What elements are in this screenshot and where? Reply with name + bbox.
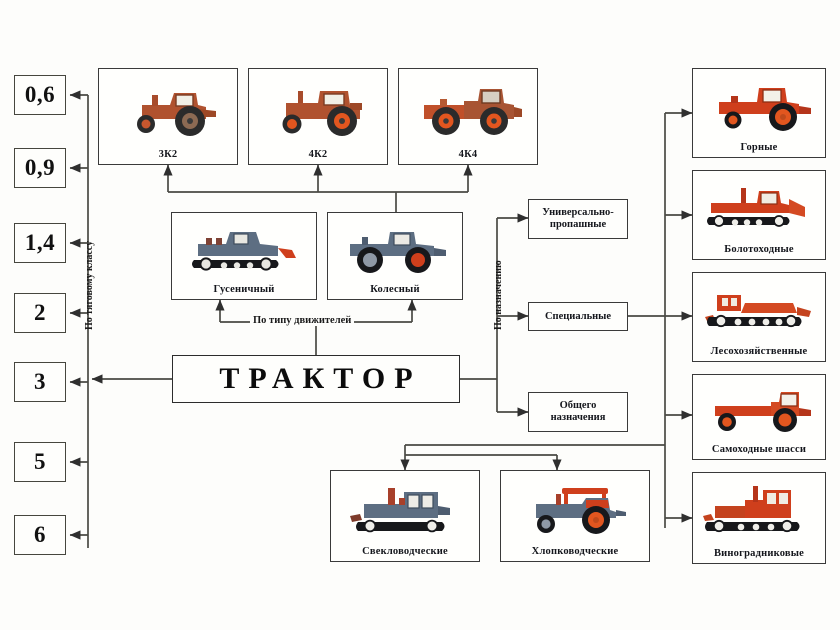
- class-value: 0,6: [24, 82, 56, 107]
- wheel-formula-card-4k2[interactable]: 4К2: [248, 68, 388, 165]
- tractor-red-4k4-icon: [399, 73, 537, 147]
- wheel-formula-card-4k4[interactable]: 4К4: [398, 68, 538, 165]
- propulsion-label: Гусеничный: [213, 284, 275, 295]
- class-box-3[interactable]: 2: [14, 293, 66, 333]
- rowcrop-label: Свекловодческие: [362, 546, 448, 557]
- rowcrop-card-cotton[interactable]: Хлопководческие: [500, 470, 650, 562]
- special-card-chassis[interactable]: Самоходные шасси: [692, 374, 826, 460]
- special-card-forestry[interactable]: Лесохозяйственные: [692, 272, 826, 362]
- special-card-mountain[interactable]: Горные: [692, 68, 826, 158]
- wheel-formula-label: 4К4: [458, 149, 478, 160]
- purpose-label: Общего назначения: [550, 400, 606, 423]
- axis-label-by-propulsion: По типу движителей: [250, 315, 355, 326]
- special-label: Самоходные шасси: [711, 444, 807, 455]
- rowcrop-card-beet[interactable]: Свекловодческие: [330, 470, 480, 562]
- class-box-0[interactable]: 0,6: [14, 75, 66, 115]
- axis-label-by-class: По тяговому классу: [84, 240, 95, 330]
- class-value: 5: [34, 449, 46, 474]
- tractor-red-3k2-icon: [99, 73, 237, 147]
- special-label: Лесохозяйственные: [710, 346, 808, 357]
- beet-tractor-icon: [331, 475, 479, 544]
- axis-label-by-purpose: По назначению: [493, 260, 504, 330]
- mountain-tractor-icon: [693, 73, 825, 140]
- forestry-tractor-icon: [693, 277, 825, 344]
- vineyard-tractor-icon: [693, 477, 825, 546]
- purpose-label: Универсально- пропашные: [542, 207, 614, 230]
- wheeled-tractor-icon: [328, 217, 462, 282]
- swamp-tractor-icon: [693, 175, 825, 242]
- propulsion-card-wheeled[interactable]: Колесный: [327, 212, 463, 300]
- purpose-box-general[interactable]: Общего назначения: [528, 392, 628, 432]
- wheel-formula-label: 4К2: [308, 149, 328, 160]
- purpose-box-universal[interactable]: Универсально- пропашные: [528, 199, 628, 239]
- crawler-tractor-icon: [172, 217, 316, 282]
- center-node-tractor[interactable]: ТРАКТОР: [172, 355, 460, 403]
- class-value: 0,9: [24, 155, 56, 180]
- self-propelled-chassis-icon: [693, 379, 825, 442]
- rowcrop-label: Хлопководческие: [531, 546, 619, 557]
- propulsion-label: Колесный: [370, 284, 420, 295]
- class-box-6[interactable]: 6: [14, 515, 66, 555]
- special-label: Горные: [740, 142, 778, 153]
- cotton-tractor-icon: [501, 475, 649, 544]
- wheel-formula-card-3k2[interactable]: 3К2: [98, 68, 238, 165]
- special-card-vineyard[interactable]: Виноградниковые: [692, 472, 826, 564]
- center-node-label: ТРАКТОР: [219, 362, 422, 395]
- wheel-formula-label: 3К2: [158, 149, 178, 160]
- purpose-label: Специальные: [544, 310, 612, 322]
- class-value: 6: [34, 522, 46, 547]
- special-label: Болотоходные: [724, 244, 794, 255]
- special-card-swamp[interactable]: Болотоходные: [692, 170, 826, 260]
- class-value: 3: [34, 369, 46, 394]
- class-box-2[interactable]: 1,4: [14, 223, 66, 263]
- class-box-4[interactable]: 3: [14, 362, 66, 402]
- class-box-5[interactable]: 5: [14, 442, 66, 482]
- special-label: Виноградниковые: [713, 548, 805, 559]
- class-box-1[interactable]: 0,9: [14, 148, 66, 188]
- class-value: 1,4: [24, 230, 56, 255]
- tractor-red-4k2-icon: [249, 73, 387, 147]
- purpose-box-special[interactable]: Специальные: [528, 302, 628, 331]
- class-value: 2: [34, 300, 46, 325]
- propulsion-card-crawler[interactable]: Гусеничный: [171, 212, 317, 300]
